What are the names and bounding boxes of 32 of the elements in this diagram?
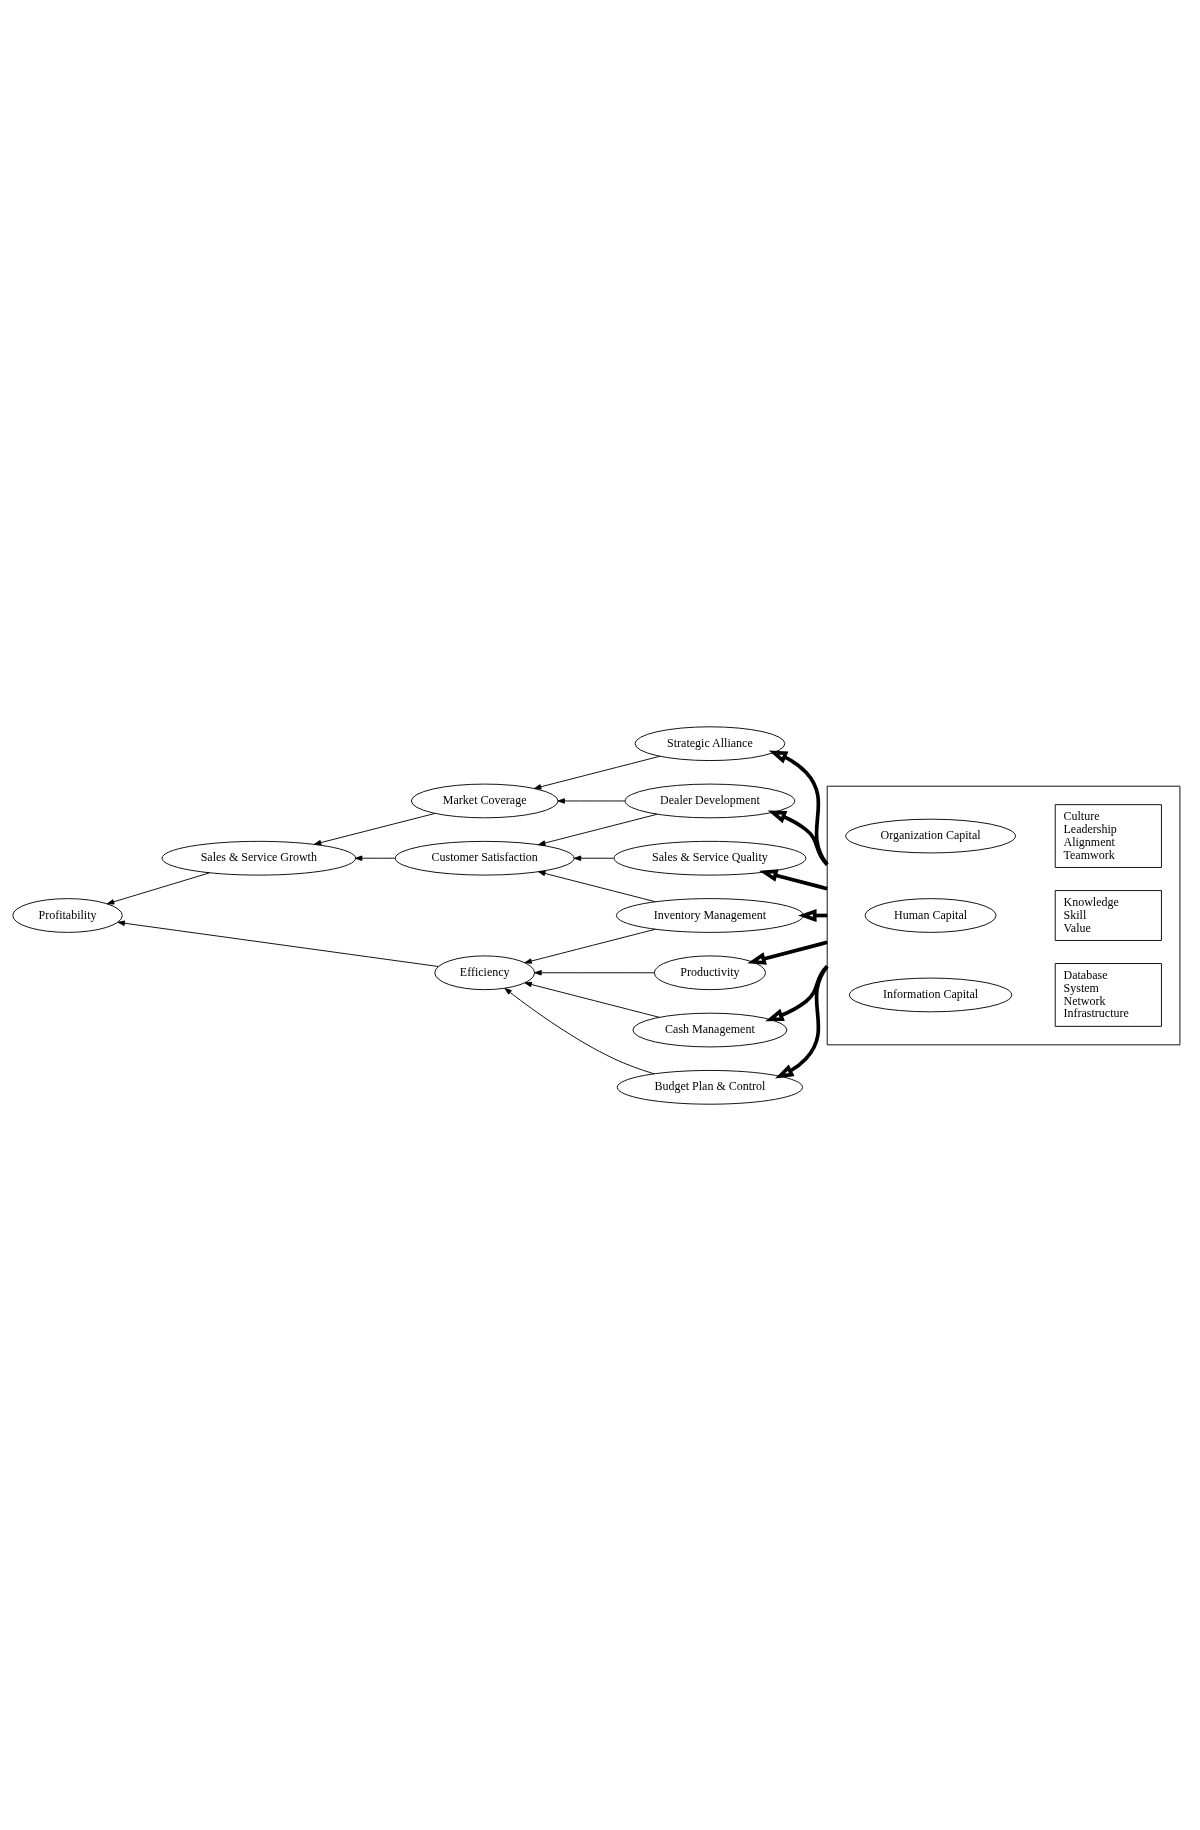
node-box: Knowledge Skill Value <box>1054 889 1162 941</box>
arrow <box>538 870 656 902</box>
arrow <box>355 855 396 861</box>
arrow <box>524 928 656 964</box>
arrow <box>504 987 655 1074</box>
arrow <box>573 855 615 861</box>
node-ellipse: Strategic Alliance <box>634 725 786 761</box>
arrow <box>313 812 436 845</box>
node-box: Database System Network Infrastructure <box>1054 962 1162 1027</box>
node-ellipse: Inventory Management <box>615 897 804 933</box>
node-box: Culture Leadership Alignment Teamwork <box>1054 803 1162 868</box>
node-ellipse: Dealer Development <box>624 783 796 818</box>
cluster <box>826 785 1181 1045</box>
arrow <box>557 797 626 804</box>
node-ellipse: Productivity <box>653 954 766 990</box>
arrow <box>747 940 828 965</box>
arrow <box>538 813 658 846</box>
arrow <box>768 749 829 866</box>
arrow <box>533 755 661 789</box>
arrow <box>775 964 829 1079</box>
node-ellipse: Budget Plan & Control <box>616 1069 804 1105</box>
arrow <box>759 868 828 890</box>
arrow <box>524 981 660 1018</box>
arrow <box>767 809 829 866</box>
node-ellipse: Organization Capital <box>845 818 1016 853</box>
node-ellipse: Information Capital <box>848 977 1013 1012</box>
node-ellipse: Sales & Service Quality <box>613 840 807 876</box>
arrow <box>106 871 210 904</box>
node-ellipse: Human Capital <box>864 897 997 933</box>
arrow <box>117 920 439 967</box>
arrow <box>534 969 655 975</box>
node-ellipse: Cash Management <box>632 1012 788 1047</box>
